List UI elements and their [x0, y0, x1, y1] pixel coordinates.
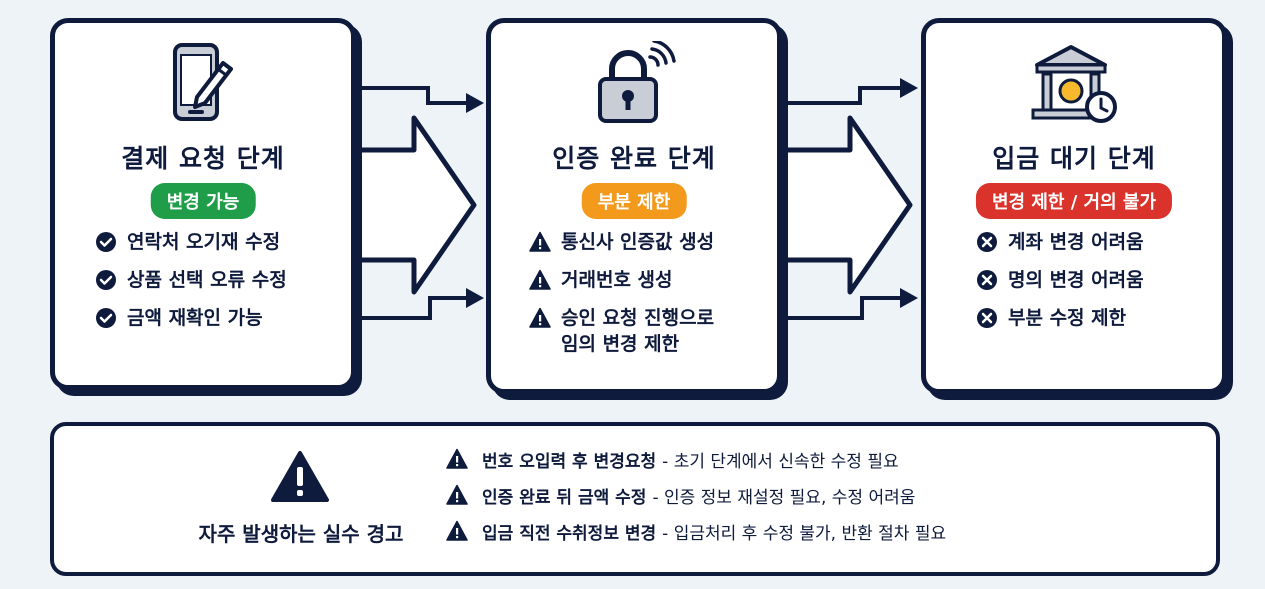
list-item-text: 연락처 오기재 수정 — [127, 231, 281, 253]
connector-arrow-top-2 — [782, 86, 900, 105]
stage-item-list: 연락처 오기재 수정 상품 선택 오류 수정 금액 재확인 가능 — [95, 229, 351, 343]
stage-card-payment-request: 결제 요청 단계 변경 가능 연락처 오기재 수정 상품 선택 오류 수정 금액… — [50, 18, 356, 390]
stage-item-list: 통신사 인증값 생성 거래번호 생성 승인 요청 진행으로 임의 변경 제한 — [529, 229, 777, 369]
arrowhead-top-1 — [466, 93, 484, 113]
bank-clock-icon — [1031, 45, 1117, 123]
list-item: 거래번호 생성 — [529, 267, 777, 293]
list-item-text: 거래번호 생성 — [561, 269, 673, 291]
warning-triangle-icon — [529, 307, 551, 328]
warning-triangle-icon — [271, 451, 329, 502]
warning-triangle-icon — [529, 269, 551, 290]
list-item-text: 계좌 변경 어려움 — [1008, 231, 1144, 253]
warning-item: 번호 오입력 후 변경요청 - 초기 단계에서 신속한 수정 필요 — [446, 446, 946, 472]
list-item-text: 부분 수정 제한 — [1008, 307, 1127, 329]
status-badge: 변경 제한 / 거의 불가 — [975, 183, 1173, 219]
x-circle-icon — [977, 270, 997, 290]
connector-arrow-bottom-2 — [782, 296, 900, 320]
stage-title: 결제 요청 단계 — [121, 144, 285, 173]
status-badge: 부분 제한 — [581, 183, 687, 219]
warning-triangle-icon — [529, 231, 551, 252]
warning-triangle-icon — [446, 484, 468, 505]
warning-item-desc: - 초기 단계에서 신속한 수정 필요 — [662, 451, 899, 472]
list-item-text: 상품 선택 오류 수정 — [127, 269, 287, 291]
list-item: 연락처 오기재 수정 — [95, 229, 351, 255]
list-item: 승인 요청 진행으로 임의 변경 제한 — [529, 305, 777, 357]
list-item: 통신사 인증값 생성 — [529, 229, 777, 255]
arrowhead-top-2 — [900, 78, 918, 98]
stage-item-list: 계좌 변경 어려움 명의 변경 어려움 부분 수정 제한 — [976, 229, 1222, 343]
check-circle-icon — [96, 232, 116, 252]
check-circle-icon — [96, 308, 116, 328]
x-circle-icon — [977, 232, 997, 252]
check-circle-icon — [96, 270, 116, 290]
warning-triangle-icon — [446, 520, 468, 541]
list-item: 부분 수정 제한 — [976, 305, 1222, 331]
stage-card-auth-complete: 인증 완료 단계 부분 제한 통신사 인증값 생성 거래번호 생성 승인 요청 … — [486, 18, 782, 394]
list-item-text: 명의 변경 어려움 — [1008, 269, 1144, 291]
list-item: 계좌 변경 어려움 — [976, 229, 1222, 255]
list-item-text: 금액 재확인 가능 — [127, 307, 263, 329]
list-item-text: 통신사 인증값 생성 — [561, 231, 715, 253]
arrowhead-bottom-1 — [466, 288, 484, 308]
x-circle-icon — [977, 308, 997, 328]
warning-item: 입금 직전 수취정보 변경 - 입금처리 후 수정 불가, 반환 절차 필요 — [446, 518, 946, 544]
connector-arrow-top-1 — [356, 86, 466, 105]
list-item-text: 승인 요청 진행으로 임의 변경 제한 — [561, 307, 715, 355]
stage-card-deposit-waiting: 입금 대기 단계 변경 제한 / 거의 불가 계좌 변경 어려움 명의 변경 어… — [921, 18, 1227, 394]
stage-title: 인증 완료 단계 — [552, 144, 716, 173]
list-item: 금액 재확인 가능 — [95, 305, 351, 331]
warning-panel: 자주 발생하는 실수 경고 번호 오입력 후 변경요청 - 초기 단계에서 신속… — [50, 422, 1220, 576]
warning-item-title: 번호 오입력 후 변경요청 — [482, 451, 657, 472]
warning-item-title: 인증 완료 뒤 금액 수정 — [482, 487, 647, 508]
list-item: 명의 변경 어려움 — [976, 267, 1222, 293]
warning-item: 인증 완료 뒤 금액 수정 - 인증 정보 재설정 필요, 수정 어려움 — [446, 482, 946, 508]
big-flow-arrow-1 — [353, 115, 477, 295]
warning-item-desc: - 입금처리 후 수정 불가, 반환 절차 필요 — [662, 523, 947, 544]
connector-arrow-bottom-1 — [356, 296, 466, 320]
status-badge: 변경 가능 — [150, 183, 256, 219]
warning-list: 번호 오입력 후 변경요청 - 초기 단계에서 신속한 수정 필요 인증 완료 … — [446, 446, 946, 554]
lock-wireless-icon — [598, 41, 676, 123]
warning-item-desc: - 인증 정보 재설정 필요, 수정 어려움 — [652, 487, 916, 508]
list-item: 상품 선택 오류 수정 — [95, 267, 351, 293]
big-flow-arrow-2 — [779, 115, 913, 295]
warning-item-title: 입금 직전 수취정보 변경 — [482, 523, 657, 544]
warning-triangle-icon — [446, 448, 468, 469]
phone-edit-icon — [173, 43, 233, 121]
stage-title: 입금 대기 단계 — [992, 144, 1156, 173]
arrowhead-bottom-2 — [900, 288, 918, 308]
warning-title: 자주 발생하는 실수 경고 — [198, 522, 404, 546]
